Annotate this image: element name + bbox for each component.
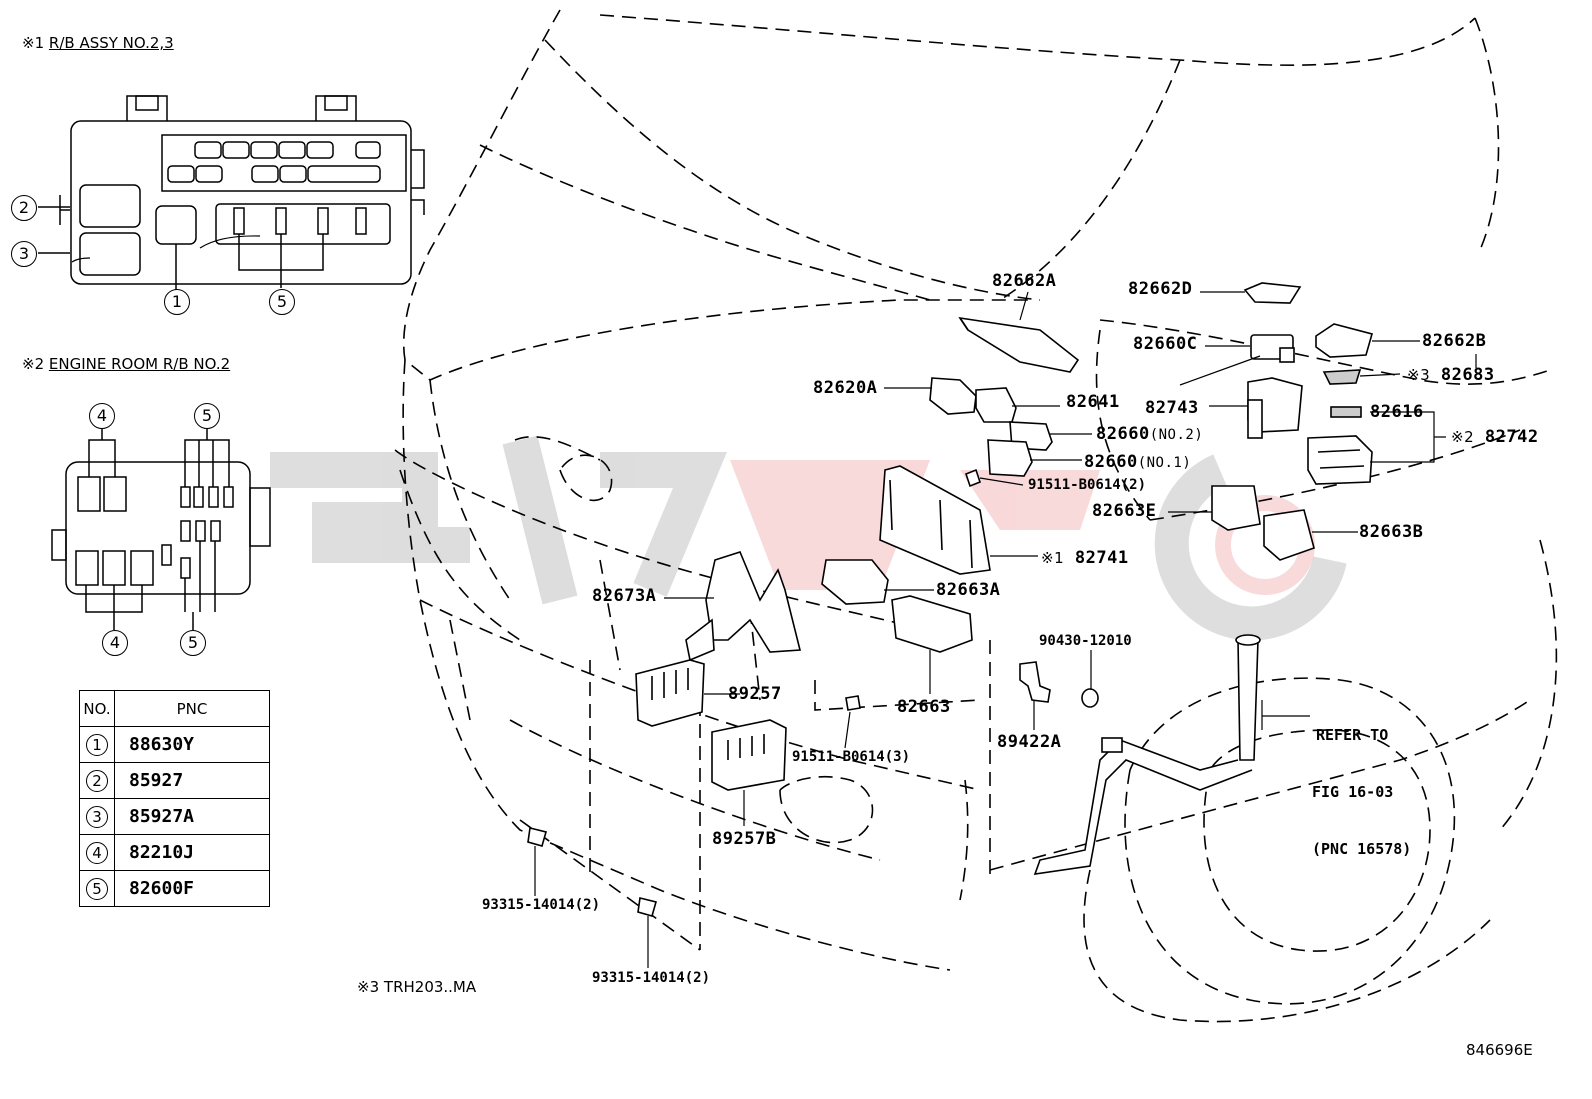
refer-line-1: REFER TO bbox=[1316, 726, 1389, 744]
watermark-logo bbox=[270, 435, 1347, 641]
relay-block-no2-3-outline bbox=[71, 235, 261, 263]
note-3-text: TRH203..MA bbox=[383, 978, 477, 996]
note-2-text: ENGINE ROOM R/B NO.2 bbox=[48, 355, 231, 373]
header-pnc: PNC bbox=[114, 690, 270, 727]
row-pnc: 88630Y bbox=[114, 726, 270, 763]
part-89257[interactable]: 89257 bbox=[728, 684, 782, 704]
row-no: 5 bbox=[86, 877, 108, 900]
part-82660-no2[interactable]: 82660(NO.2) bbox=[1096, 426, 1203, 443]
row-no: 2 bbox=[86, 769, 108, 792]
callout-2: 2 bbox=[11, 195, 37, 221]
part-82663B[interactable]: 82663B bbox=[1359, 522, 1424, 542]
table-row: 1 88630Y bbox=[79, 726, 270, 763]
row-pnc: 82600F bbox=[114, 870, 270, 907]
note-3-mark: ※3 bbox=[357, 978, 380, 996]
row-pnc: 82210J bbox=[114, 834, 270, 871]
row-no: 4 bbox=[86, 841, 108, 864]
part-82741-number: 82741 bbox=[1074, 548, 1129, 568]
part-82660C[interactable]: 82660C bbox=[1133, 334, 1198, 354]
part-82660-no2-number: 82660 bbox=[1096, 424, 1150, 444]
note-2-mark: ※2 bbox=[22, 355, 45, 373]
part-82662D[interactable]: 82662D bbox=[1128, 279, 1193, 299]
part-82683[interactable]: ※3 82683 bbox=[1407, 367, 1495, 384]
refer-line-3: (PNC 16578) bbox=[1312, 840, 1412, 858]
part-82741[interactable]: ※1 82741 bbox=[1041, 550, 1129, 567]
leader-lines bbox=[534, 291, 1477, 968]
part-90430-12010[interactable]: 90430-12010 bbox=[1039, 633, 1132, 649]
header-no: NO. bbox=[79, 690, 115, 727]
table-row: 4 82210J bbox=[79, 834, 270, 871]
part-82616[interactable]: 82616 bbox=[1370, 402, 1424, 422]
part-82663A[interactable]: 82663A bbox=[936, 580, 1001, 600]
part-82683-mark: ※3 bbox=[1407, 366, 1431, 384]
parts-drawings bbox=[527, 282, 1373, 917]
table-row: 2 85927 bbox=[79, 762, 270, 799]
part-82742-mark: ※2 bbox=[1451, 428, 1475, 446]
part-82660-no1[interactable]: 82660(NO.1) bbox=[1084, 454, 1191, 471]
part-93315-14014-b[interactable]: 93315-14014(2) bbox=[592, 970, 711, 986]
part-82662A[interactable]: 82662A bbox=[992, 271, 1057, 291]
pnc-table: NO. PNC 1 88630Y 2 85927 3 85927A 4 8221… bbox=[79, 690, 270, 907]
note-2: ※2 ENGINE ROOM R/B NO.2 bbox=[22, 357, 230, 372]
part-82743[interactable]: 82743 bbox=[1145, 398, 1199, 418]
callout-5: 5 bbox=[269, 289, 295, 315]
part-82742-number: 82742 bbox=[1484, 427, 1539, 447]
part-91511-B0614-3[interactable]: 91511-B0614(3) bbox=[792, 749, 911, 765]
part-91511-B0614-2[interactable]: 91511-B0614(2) bbox=[1028, 477, 1147, 493]
relay-block-no2-3-drawing bbox=[38, 95, 425, 290]
part-82620A[interactable]: 82620A bbox=[813, 378, 878, 398]
row-pnc: 85927 bbox=[114, 762, 270, 799]
part-82662B[interactable]: 82662B bbox=[1422, 331, 1487, 351]
callout-4-top: 4 bbox=[89, 403, 115, 429]
callout-1: 1 bbox=[164, 289, 190, 315]
part-82660-no2-suffix: (NO.2) bbox=[1149, 427, 1204, 443]
table-row: 5 82600F bbox=[79, 870, 270, 907]
part-93315-14014-a[interactable]: 93315-14014(2) bbox=[482, 897, 601, 913]
part-82663E[interactable]: 82663E bbox=[1092, 501, 1157, 521]
part-82742[interactable]: ※2 82742 bbox=[1451, 429, 1539, 446]
callout-3: 3 bbox=[11, 241, 37, 267]
pnc-table-header: NO. PNC bbox=[79, 690, 270, 727]
part-82660-no1-suffix: (NO.1) bbox=[1137, 455, 1192, 471]
note-1: ※1 R/B ASSY NO.2,3 bbox=[22, 36, 174, 51]
part-89422A[interactable]: 89422A bbox=[997, 732, 1062, 752]
part-82683-number: 82683 bbox=[1440, 365, 1495, 385]
row-pnc: 85927A bbox=[114, 798, 270, 835]
refer-line-2[interactable]: FIG 16-03 bbox=[1312, 783, 1394, 801]
refer-note: REFER TO FIG 16-03 (PNC 16578) bbox=[1312, 688, 1411, 878]
note-1-mark: ※1 bbox=[22, 34, 45, 52]
diagram-code: 846696E bbox=[1466, 1041, 1533, 1059]
table-row: 3 85927A bbox=[79, 798, 270, 835]
part-82741-mark: ※1 bbox=[1041, 549, 1065, 567]
watermark-logo-red bbox=[730, 460, 1315, 595]
note-1-text: R/B ASSY NO.2,3 bbox=[48, 34, 174, 52]
callout-4-bottom: 4 bbox=[102, 630, 128, 656]
row-no: 3 bbox=[86, 805, 108, 828]
part-82641[interactable]: 82641 bbox=[1066, 392, 1120, 412]
row-no: 1 bbox=[86, 733, 108, 756]
part-82673A[interactable]: 82673A bbox=[592, 586, 657, 606]
part-89257B[interactable]: 89257B bbox=[712, 829, 777, 849]
note-3: ※3 TRH203..MA bbox=[357, 980, 476, 995]
part-82660-no1-number: 82660 bbox=[1084, 452, 1138, 472]
callout-5-bottom: 5 bbox=[180, 630, 206, 656]
callout-5-top: 5 bbox=[194, 403, 220, 429]
part-82663[interactable]: 82663 bbox=[897, 697, 951, 717]
engine-room-relay-block-drawing bbox=[51, 428, 271, 630]
